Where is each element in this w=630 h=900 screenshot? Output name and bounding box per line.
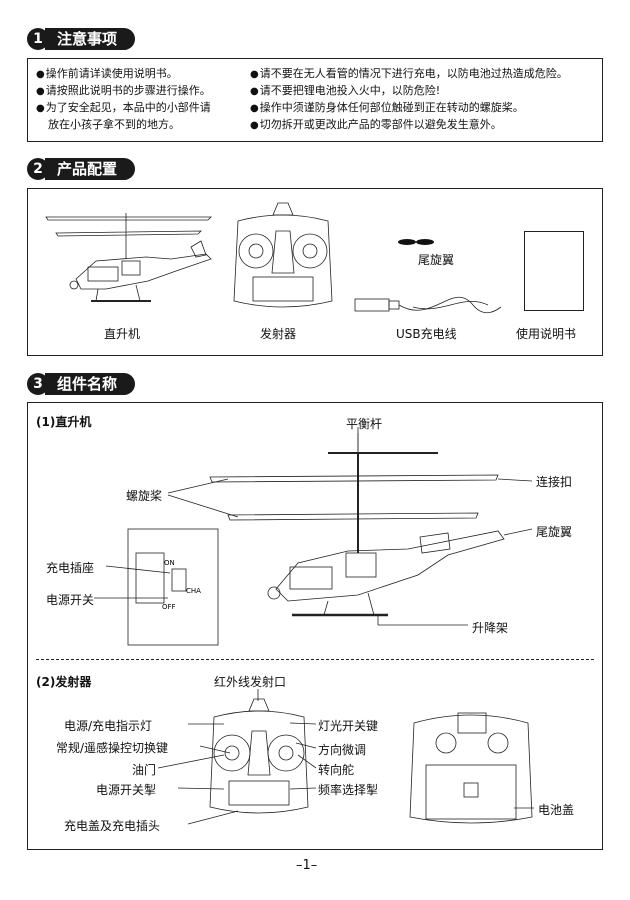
switch-off-label: OFF	[162, 603, 176, 611]
label-flybar: 平衡杆	[346, 417, 383, 431]
tail-fin-image	[398, 239, 434, 245]
helicopter-detail-image: ON OFF CHA	[94, 427, 533, 646]
label-battery-cover: 电池盖	[538, 803, 575, 817]
usb-cable-image	[354, 297, 502, 314]
label-indicator: 电源/充电指示灯	[64, 719, 153, 733]
transmitter-leader-lines	[157, 689, 534, 825]
manual-image	[524, 231, 584, 311]
transmitter-subtitle: (2)发射器	[36, 675, 92, 689]
label-tail-fin: 尾旋翼	[536, 525, 573, 539]
precaution-right-4: ●切勿拆开或更改此产品的零部件以避免发生意外。	[250, 118, 502, 131]
precaution-left-1: ●操作前请详读使用说明书。	[36, 67, 178, 80]
usb-cable-caption: USB充电线	[396, 327, 457, 341]
section-divider	[36, 659, 594, 660]
precaution-left-2: ●请按照此说明书的步骤进行操作。	[36, 84, 211, 97]
manual-caption: 使用说明书	[516, 327, 577, 341]
switch-on-label: ON	[164, 559, 175, 567]
switch-cha-label: CHA	[186, 587, 201, 595]
section2-number: 2	[27, 158, 49, 180]
label-freq-switch: 频率选择掣	[318, 783, 379, 797]
helicopter-image	[45, 213, 212, 302]
precaution-right-1: ●请不要在无人看管的情况下进行充电，以防电池过热造成危险。	[250, 67, 568, 80]
contents-box: 直升机 发射器 尾旋翼 USB充电线 使用说明书	[27, 188, 603, 356]
label-trim: 方向微调	[318, 743, 367, 757]
parts-box: (1)直升机 平衡杆 螺旋桨 连接扣 尾旋翼 充电插座 电源开关 升降架 ON …	[27, 402, 603, 850]
precaution-left-3: ●为了安全起见，本品中的小部件请	[36, 101, 211, 114]
label-throttle: 油门	[132, 763, 157, 777]
precaution-right-3: ●操作中须谨防身体任何部位触碰到正在转动的螺旋桨。	[250, 101, 524, 114]
page-number: –1–	[296, 858, 318, 873]
label-charge-socket: 充电插座	[46, 561, 95, 575]
section3-title: 组件名称	[45, 373, 136, 395]
label-mode-switch: 常规/遥感操控切换键	[56, 741, 169, 755]
label-tx-power-switch: 电源开关掣	[96, 783, 157, 797]
tail-fin-caption: 尾旋翼	[418, 253, 455, 267]
transmitter-back-image	[409, 712, 533, 824]
section1-number: 1	[27, 28, 49, 50]
helicopter-subtitle: (1)直升机	[36, 415, 92, 429]
helicopter-caption: 直升机	[104, 327, 141, 341]
transmitter-front-image	[209, 698, 309, 814]
section3-number: 3	[27, 373, 49, 395]
label-power-switch: 电源开关	[46, 593, 95, 607]
label-landing-gear: 升降架	[472, 621, 509, 635]
transmitter-caption: 发射器	[260, 327, 297, 341]
precautions-box: ●操作前请详读使用说明书。 ●请按照此说明书的步骤进行操作。 ●为了安全起见，本…	[27, 58, 603, 142]
precaution-right-2: ●请不要把锂电池投入火中，以防危险!	[250, 84, 441, 97]
label-connector: 连接扣	[536, 475, 573, 489]
transmitter-image	[233, 202, 333, 308]
precaution-left-4: 放在小孩子拿不到的地方。	[48, 118, 180, 131]
label-charge-cover: 充电盖及充电插头	[64, 819, 161, 833]
section1-title: 注意事项	[45, 28, 136, 50]
label-rudder: 转向舵	[318, 763, 355, 777]
label-propeller: 螺旋桨	[126, 489, 163, 503]
label-light-switch: 灯光开关键	[318, 719, 379, 733]
label-ir-port: 红外线发射口	[214, 675, 287, 689]
section2-title: 产品配置	[45, 158, 136, 180]
